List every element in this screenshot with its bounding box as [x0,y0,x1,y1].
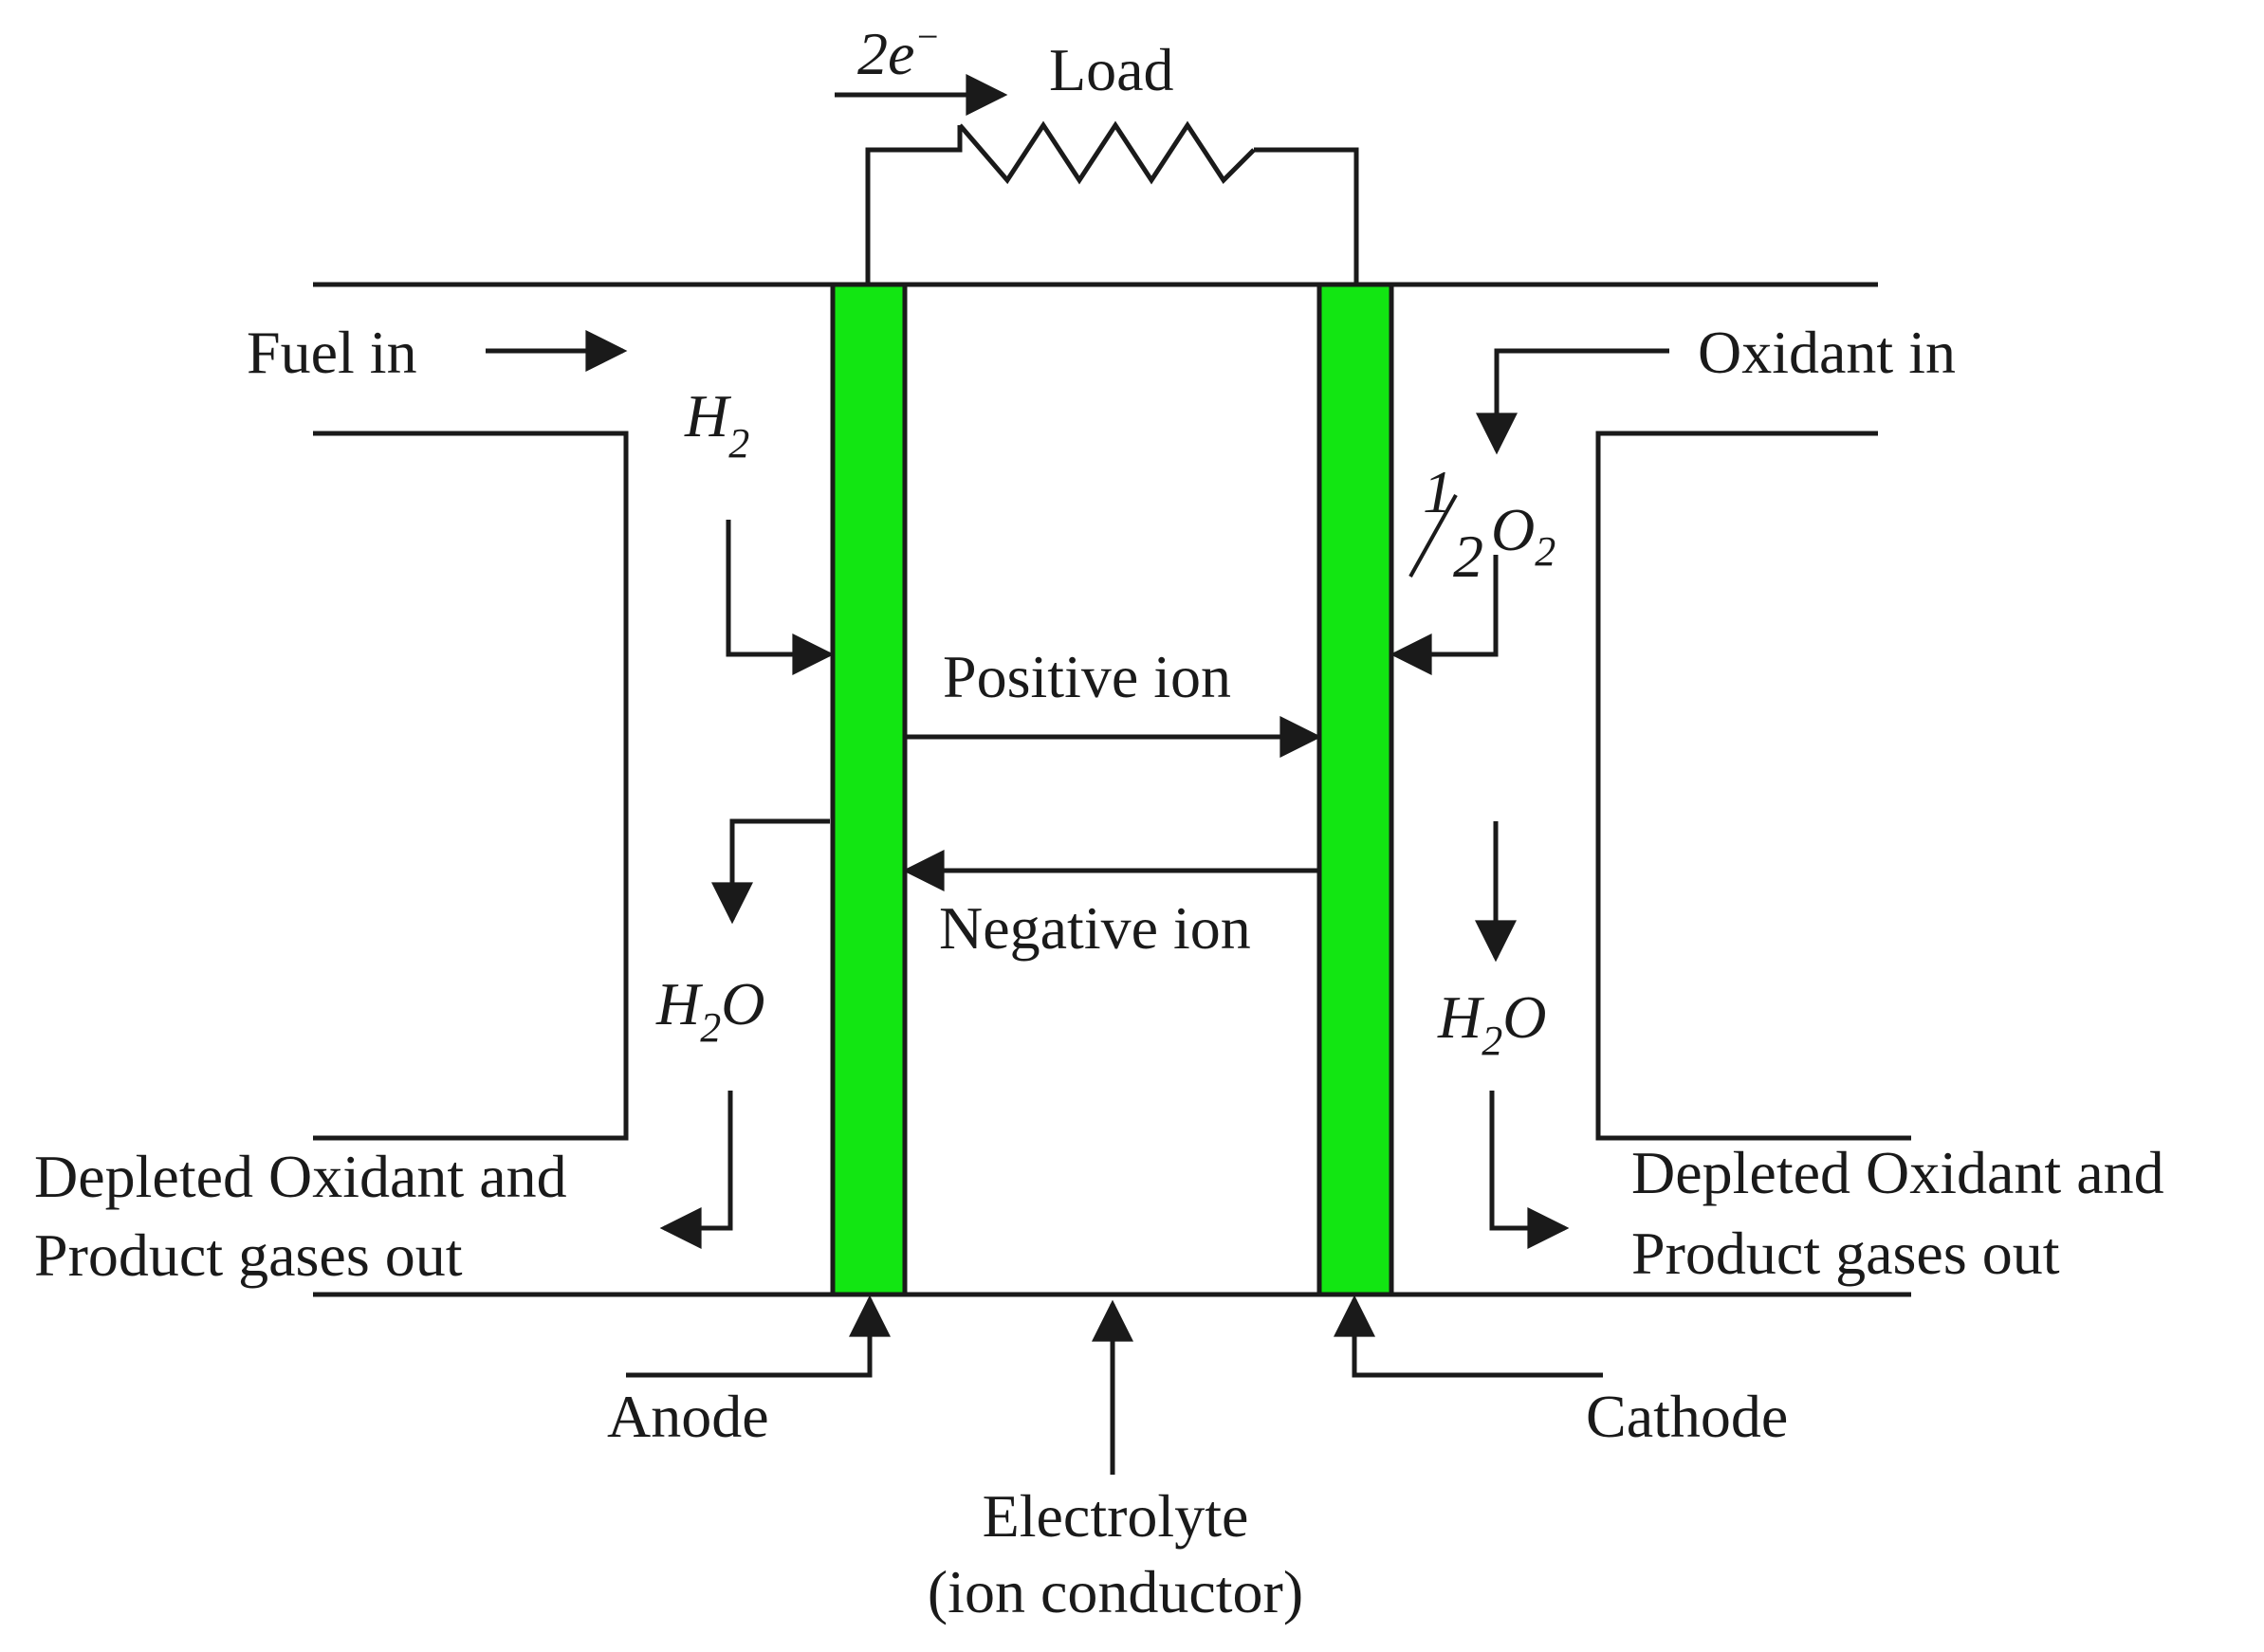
anode-product-out-arrow [659,1091,733,1249]
half-denominator: 2 [1453,523,1483,590]
half-oxygen-label: 1 2 O2 [1408,458,1555,590]
oxidant-in-arrow [1476,348,1669,455]
cathode-label: Cathode [1586,1383,1788,1450]
anode-water-label: H2O [655,970,764,1051]
fuel-in-label: Fuel in [247,319,417,386]
fuel-channel-wall [313,431,629,1141]
flow-arrows [486,330,1669,1249]
electron-label: 2e− [857,15,940,87]
anode-electrode [830,282,908,1297]
anode-depleted-line-2: Product gases out [34,1221,463,1289]
oxidant-in-label: Oxidant in [1698,319,1956,386]
anode-depleted-line-1: Depleted Oxidant and [34,1143,567,1210]
anode-label: Anode [607,1383,769,1450]
cathode-product-out-arrow [1489,1091,1570,1249]
component-pointers [626,1294,1603,1475]
oxygen-label: O2 [1491,496,1555,575]
cell-housing [313,282,1911,1297]
electrolyte-label-line-1: Electrolyte [983,1482,1249,1550]
electrolyte-label-line-2: (ion conductor) [928,1558,1303,1625]
hydrogen-label: H2 [684,382,749,467]
half-numerator: 1 [1423,458,1453,525]
positive-ion-label: Positive ion [943,643,1231,710]
external-circuit [835,74,1359,285]
anode-pointer [626,1294,891,1378]
cathode-pointer [1334,1294,1603,1378]
half-fraction-bar [1408,494,1458,578]
load-label: Load [1049,36,1174,103]
anode-exit-arrow [711,818,830,925]
negative-ion-label: Negative ion [939,894,1251,962]
load-resistor [958,120,1256,185]
hydrogen-feed-arrow [726,520,835,675]
oxygen-feed-arrow [1390,555,1499,675]
cathode-depleted-line-2: Product gases out [1631,1220,2060,1287]
cathode-electrode [1316,282,1394,1297]
oxidant-channel-wall [1595,431,1911,1141]
anode-wire [865,125,963,285]
cathode-depleted-line-1: Depleted Oxidant and [1631,1139,2164,1206]
cathode-water-label: H2O [1437,983,1546,1064]
cathode-wire [1254,147,1359,285]
